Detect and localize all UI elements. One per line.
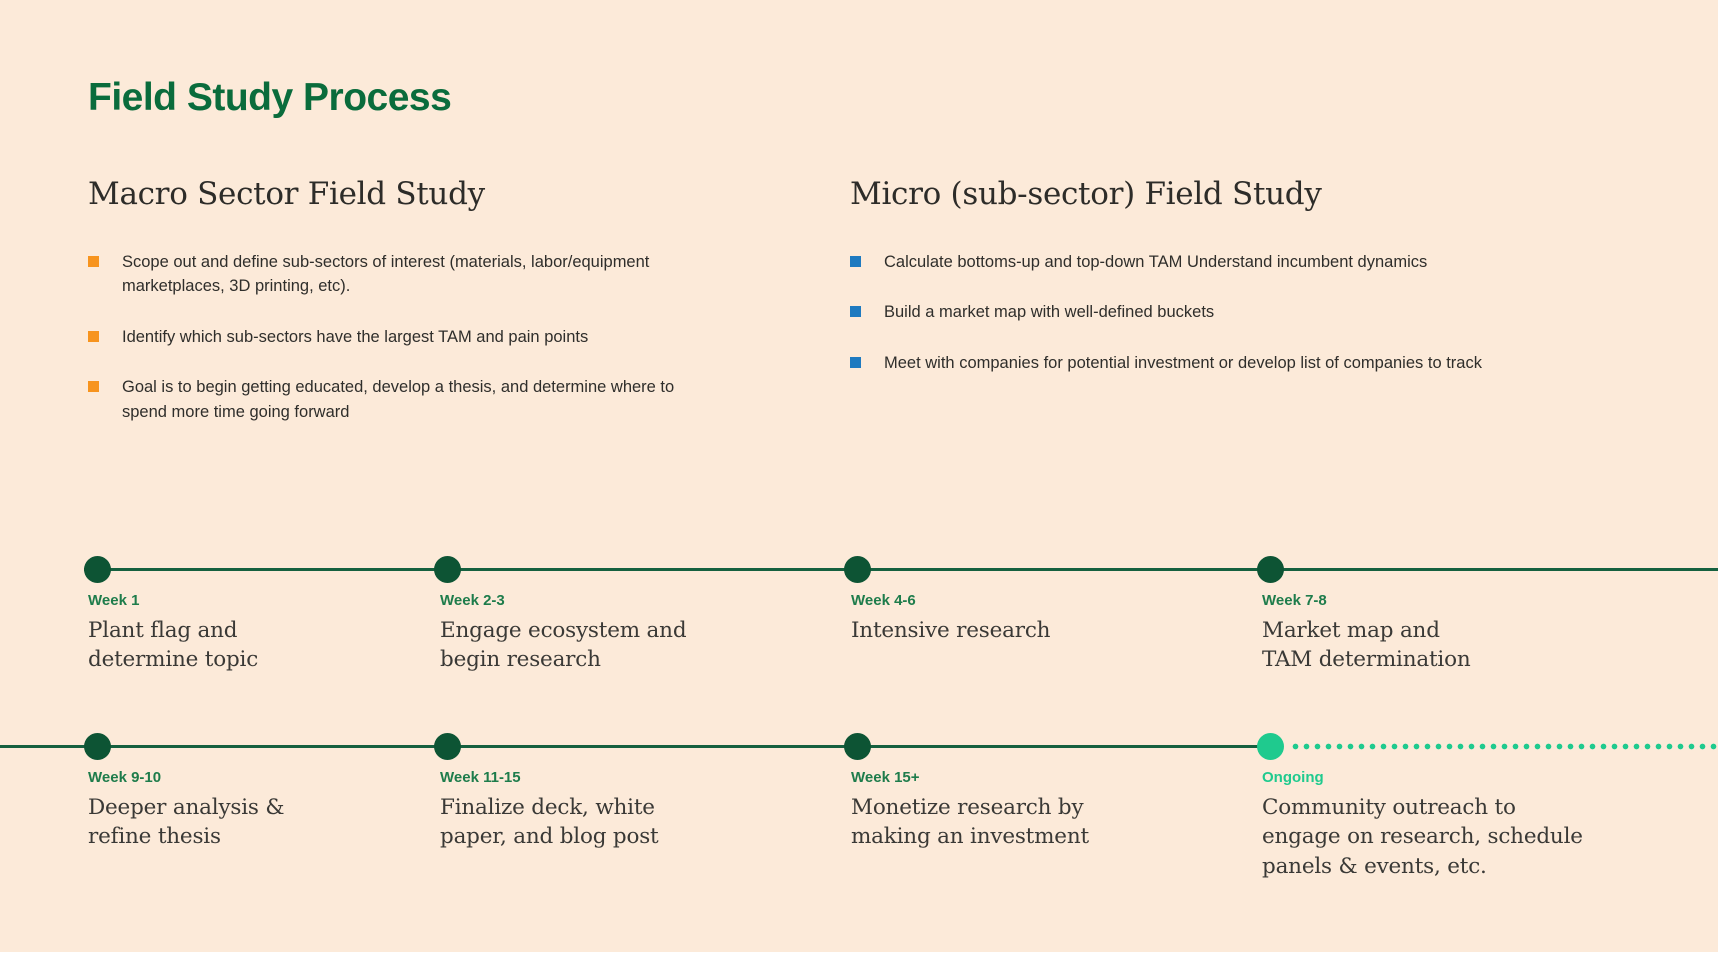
timeline-dot [434, 733, 461, 760]
week-label: Week 11-15 [440, 769, 521, 786]
milestone-desc: Deeper analysis & refine thesis [88, 795, 285, 850]
week-label: Week 9-10 [88, 769, 162, 786]
timeline-row1-line [84, 568, 1718, 571]
bottom-edge-strip [0, 952, 1718, 960]
week-label: Week 7-8 [1262, 592, 1327, 609]
timeline-row2-line-solid [0, 745, 1271, 748]
milestone-week-4-6: Week 4-6 Intensive research [851, 592, 1181, 645]
milestone-desc: Market map and TAM determination [1262, 618, 1471, 673]
week-label: Week 15+ [851, 769, 920, 786]
week-label: Ongoing [1262, 769, 1324, 786]
week-label: Week 1 [88, 592, 140, 609]
milestone-desc: Intensive research [851, 618, 1051, 643]
timeline-dot [84, 556, 111, 583]
week-label: Week 2-3 [440, 592, 505, 609]
milestone-week-15-plus: Week 15+ Monetize research by making an … [851, 769, 1181, 852]
bullet-item: Identify which sub-sectors have the larg… [88, 325, 706, 349]
timeline-row2-line-dotted [1290, 743, 1718, 750]
milestone-desc: Plant flag and determine topic [88, 618, 259, 673]
bullet-item: Calculate bottoms-up and top-down TAM Un… [850, 250, 1610, 274]
milestone-week-1: Week 1 Plant flag and determine topic [88, 592, 418, 675]
milestone-week-9-10: Week 9-10 Deeper analysis & refine thesi… [88, 769, 418, 852]
timeline-dot [844, 733, 871, 760]
bullet-item: Meet with companies for potential invest… [850, 351, 1610, 375]
milestone-desc: Finalize deck, white paper, and blog pos… [440, 795, 659, 850]
milestone-week-2-3: Week 2-3 Engage ecosystem and begin rese… [440, 592, 770, 675]
milestone-desc: Community outreach to engage on research… [1262, 795, 1583, 879]
section-macro: Macro Sector Field Study Scope out and d… [88, 176, 736, 450]
timeline-dot-ongoing [1257, 733, 1284, 760]
section-micro: Micro (sub-sector) Field Study Calculate… [850, 176, 1610, 450]
milestone-ongoing: Ongoing Community outreach to engage on … [1262, 769, 1592, 881]
bullet-item: Scope out and define sub-sectors of inte… [88, 250, 706, 299]
timeline-dot [434, 556, 461, 583]
milestone-desc: Engage ecosystem and begin research [440, 618, 687, 673]
bullet-item: Goal is to begin getting educated, devel… [88, 375, 706, 424]
section-macro-bullet-list: Scope out and define sub-sectors of inte… [88, 250, 706, 424]
section-micro-heading: Micro (sub-sector) Field Study [850, 176, 1322, 212]
sections-container: Macro Sector Field Study Scope out and d… [88, 176, 1668, 450]
milestone-week-7-8: Week 7-8 Market map and TAM determinatio… [1262, 592, 1592, 675]
timeline-dot [844, 556, 871, 583]
timeline-dot [84, 733, 111, 760]
page-title: Field Study Process [88, 76, 452, 119]
timeline-dot [1257, 556, 1284, 583]
week-label: Week 4-6 [851, 592, 916, 609]
milestone-desc: Monetize research by making an investmen… [851, 795, 1089, 850]
milestone-week-11-15: Week 11-15 Finalize deck, white paper, a… [440, 769, 770, 852]
section-macro-heading: Macro Sector Field Study [88, 176, 485, 212]
section-micro-bullet-list: Calculate bottoms-up and top-down TAM Un… [850, 250, 1610, 375]
bullet-item: Build a market map with well-defined buc… [850, 300, 1610, 324]
